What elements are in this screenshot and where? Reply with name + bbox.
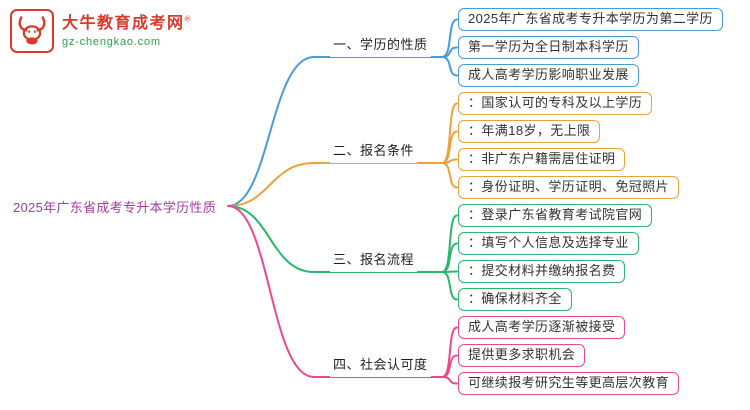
child-node[interactable]: ：登录广东省教育考试院官网 — [458, 204, 653, 227]
child-node[interactable]: ：非广东户籍需居住证明 — [458, 148, 626, 171]
connector-path — [227, 205, 443, 378]
child-node[interactable]: ：身份证明、学历证明、免冠照片 — [458, 176, 680, 199]
child-node[interactable]: 可继续报考研究生等更高层次教育 — [458, 372, 680, 395]
child-node[interactable]: ：确保材料齐全 — [458, 288, 572, 311]
connector-path — [441, 162, 458, 189]
child-node[interactable]: 提供更多求职机会 — [458, 344, 586, 367]
logo-site-url: gz-chengkao.com — [62, 36, 161, 49]
child-node[interactable]: ：国家认可的专科及以上学历 — [458, 92, 653, 115]
child-node[interactable]: ：年满18岁，无上限 — [458, 120, 601, 143]
connector-path — [441, 56, 458, 77]
child-node[interactable]: 第一学历为全日制本科学历 — [458, 36, 639, 59]
connector-path — [441, 376, 458, 385]
bull-logo-icon — [10, 9, 54, 53]
branch-label-2[interactable]: 二、报名条件 — [330, 141, 418, 163]
child-node[interactable]: 2025年广东省成考专升本学历为第二学历 — [458, 8, 723, 31]
child-node[interactable]: ：填写个人信息及选择专业 — [458, 232, 639, 255]
connector-path — [227, 205, 443, 273]
logo-site-name: 大牛教育成考网® — [62, 14, 192, 33]
branch-label-3[interactable]: 三、报名流程 — [330, 250, 418, 272]
registered-mark: ® — [184, 14, 192, 24]
logo-text-block: 大牛教育成考网® gz-chengkao.com — [62, 14, 192, 49]
connector-path — [227, 56, 443, 207]
child-node[interactable]: 成人高考学历逐渐被接受 — [458, 316, 626, 339]
site-logo[interactable]: 大牛教育成考网® gz-chengkao.com — [10, 9, 192, 53]
root-node[interactable]: 2025年广东省成考专升本学历性质 — [13, 200, 217, 215]
branch-label-4[interactable]: 四、社会认可度 — [330, 355, 431, 377]
child-node[interactable]: ：提交材料并缴纳报名费 — [458, 260, 626, 283]
bull-head-icon — [18, 16, 46, 45]
connector-path — [441, 271, 458, 301]
branch-label-1[interactable]: 一、学历的性质 — [330, 35, 431, 57]
logo-name-text: 大牛教育成考网 — [62, 14, 185, 32]
child-node[interactable]: 成人高考学历影响职业发展 — [458, 64, 639, 87]
connector-path — [227, 162, 443, 207]
